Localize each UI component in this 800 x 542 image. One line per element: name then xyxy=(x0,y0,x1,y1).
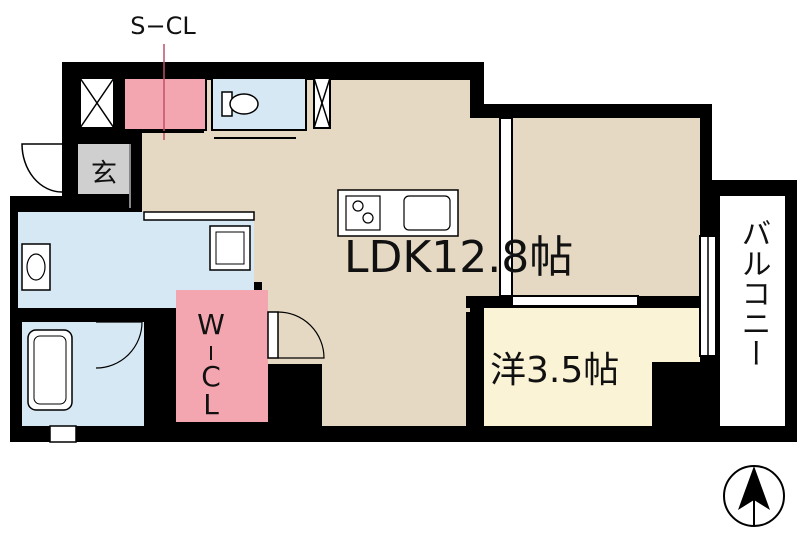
bathtub-inner xyxy=(33,335,67,405)
washroom-sink-basin xyxy=(26,253,46,281)
western-room-closet-block xyxy=(652,362,700,426)
walk-in-closet-door xyxy=(267,311,279,359)
kitchen-counter xyxy=(337,189,459,237)
washing-machine-inner xyxy=(215,231,245,265)
bathtub xyxy=(27,329,73,411)
entrance-label: 玄 xyxy=(91,159,117,189)
pipe-shaft-right-cross xyxy=(313,77,331,129)
storage-closet-label: S−CL xyxy=(130,12,196,40)
entrance-door-swing xyxy=(21,143,63,193)
balcony-floor xyxy=(720,196,785,426)
storage-closet xyxy=(123,77,207,131)
bathroom-step xyxy=(49,425,77,443)
washing-machine xyxy=(209,225,251,271)
north-arrow-icon xyxy=(723,465,785,527)
ldk-label: LDK12.8帖 xyxy=(344,232,573,283)
kitchen-stove xyxy=(345,195,381,231)
walk-in-closet xyxy=(176,290,268,422)
washroom-sink xyxy=(21,243,51,291)
toilet-bowl xyxy=(229,93,259,115)
kitchen-sink xyxy=(403,195,451,231)
balcony-label: バルコニー xyxy=(736,218,771,368)
pipe-shaft-left-cross xyxy=(79,77,115,129)
western-room-sliding-door xyxy=(511,295,639,307)
walk-in-closet-door-swing xyxy=(277,311,325,359)
entrance-floor xyxy=(78,144,130,194)
stove-burner-2 xyxy=(362,212,374,224)
walk-in-closet-label-l: L xyxy=(203,388,219,421)
bathroom-door-swing xyxy=(95,321,143,369)
western-room-label: 洋3.5帖 xyxy=(490,350,619,391)
washroom-sliding-door xyxy=(143,211,255,221)
walk-in-closet-label-w: W xyxy=(197,308,225,341)
walk-in-closet-label-c: C xyxy=(201,360,221,393)
ldk-floor xyxy=(142,80,700,426)
stove-burner-1 xyxy=(352,200,364,212)
western-room-wall-stub xyxy=(466,296,512,308)
